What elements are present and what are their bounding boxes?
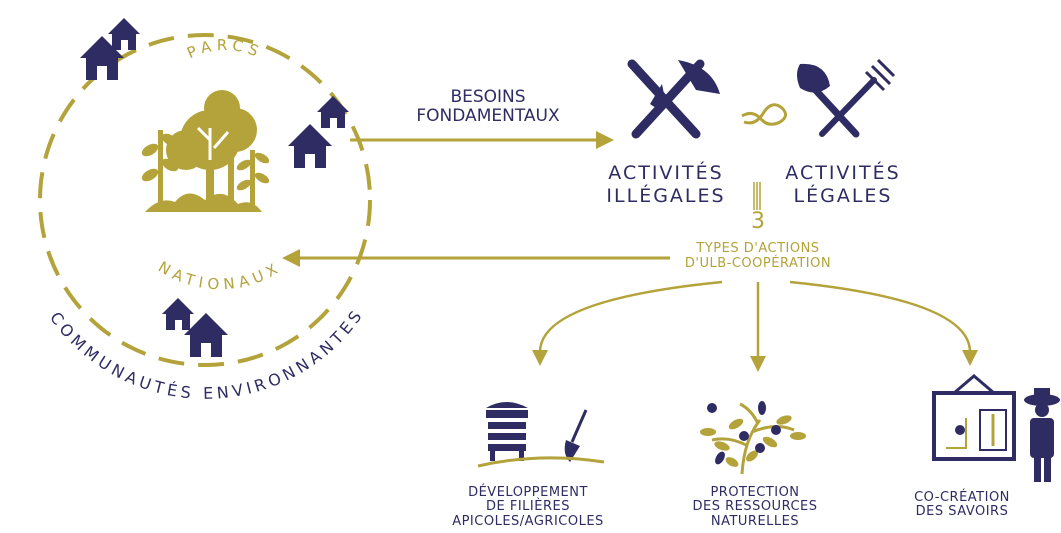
legal-line-1: ACTIVITÉS	[785, 162, 901, 184]
illegal-activities-label: ACTIVITÉS ILLÉGALES	[590, 162, 742, 208]
outcome-1-line-1: DÉVELOPPEMENT	[468, 485, 588, 500]
board-farmer-icon	[932, 374, 1060, 482]
park-label-top: PARCS	[184, 36, 265, 62]
legal-activities-label: ACTIVITÉS LÉGALES	[770, 162, 916, 208]
outcome-label-3: CO-CRÉATION DES SAVOIRS	[906, 490, 1018, 520]
transition-loop-icon	[741, 103, 787, 126]
trees-detail	[196, 126, 230, 160]
branch-arrowheads	[532, 350, 978, 372]
illegal-line-2: ILLÉGALES	[606, 185, 726, 208]
needs-label: BESOINS FONDAMENTAUX	[388, 87, 588, 127]
park-label-bottom: NATIONAUX	[155, 258, 285, 294]
branch-arrows	[538, 280, 972, 358]
shovel-fork-icon	[797, 58, 896, 138]
outcome-2-line-1: PROTECTION	[710, 485, 800, 500]
outcome-label-2: PROTECTION DES RESSOURCES NATURELLES	[676, 485, 834, 529]
outcome-2-line-3: NATURELLES	[710, 513, 800, 529]
axe-rifle-icon	[627, 59, 720, 139]
outcome-label-1: DÉVELOPPEMENT DE FILIÈRES APICOLES/AGRIC…	[430, 485, 626, 529]
trees-park-icon	[141, 90, 270, 212]
illegal-line-1: ACTIVITÉS	[608, 162, 724, 184]
outcome-1-line-3: APICOLES/AGRICOLES	[452, 513, 604, 529]
actions-line-1: TYPES D'ACTIONS	[696, 241, 820, 256]
return-arrow	[282, 249, 670, 267]
houses-right-icon	[288, 96, 349, 168]
community-dashed-circle	[38, 33, 372, 367]
actions-count: 3	[751, 209, 765, 234]
houses-top-left-icon	[80, 18, 140, 80]
houses-bottom-icon	[162, 298, 228, 357]
connector-lines	[753, 182, 761, 210]
outcome-1-line-2: DE FILIÈRES	[486, 499, 570, 515]
outcome-3-line-2: DES SAVOIRS	[915, 504, 1009, 520]
outcome-3-line-1: CO-CRÉATION	[914, 490, 1010, 505]
actions-label: TYPES D'ACTIONS D'ULB-COOPÉRATION	[662, 241, 854, 271]
needs-line-2: FONDAMENTAUX	[416, 106, 560, 127]
beehive-shovel-icon	[477, 402, 605, 468]
needs-arrow	[350, 131, 614, 149]
flowering-branch-bees-icon	[700, 401, 806, 475]
legal-line-2: LÉGALES	[793, 185, 893, 208]
needs-line-1: BESOINS	[450, 87, 526, 107]
actions-line-2: D'ULB-COOPÉRATION	[684, 255, 832, 271]
outcome-2-line-2: DES RESSOURCES	[692, 499, 818, 515]
